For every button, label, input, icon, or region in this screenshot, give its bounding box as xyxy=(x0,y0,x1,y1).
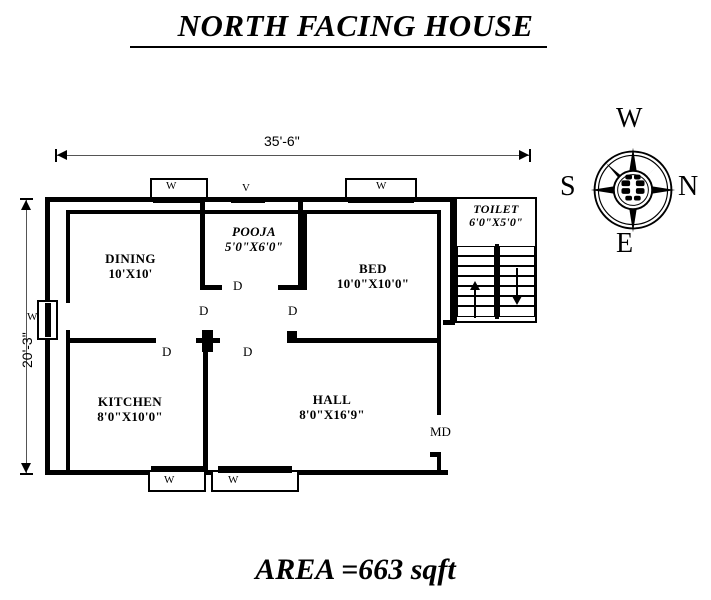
partition-hall-top xyxy=(287,338,441,343)
partition-dining-right-stub xyxy=(200,285,222,290)
room-dimension: 10'0"X10'0" xyxy=(336,275,410,291)
page-title: NORTH FACING HOUSE xyxy=(177,8,534,43)
exterior-wall-right-upper xyxy=(450,197,455,323)
room-name: DINING xyxy=(105,251,156,266)
room-label-kitchen: KITCHEN 8'0"X10'0" xyxy=(66,394,194,424)
door-label-hall: D xyxy=(243,344,253,359)
height-dim-arrow-top xyxy=(21,200,31,210)
width-dimension-label: 35'-6" xyxy=(264,133,300,149)
window-frame xyxy=(148,470,206,492)
compass-rose: W S N E xyxy=(560,105,705,275)
window-frame xyxy=(211,470,299,492)
partition-bed-right-upper xyxy=(437,210,441,345)
ventilator-label: V xyxy=(242,182,250,194)
compass-label-left: S xyxy=(560,171,576,202)
title-underline xyxy=(130,46,547,48)
compass-star-icon xyxy=(590,147,676,233)
room-dimension: 8'0"X10'0" xyxy=(97,408,163,424)
width-dim-arrow-left xyxy=(57,150,67,160)
stair-tread xyxy=(457,296,495,306)
stair-tread xyxy=(499,256,535,266)
main-door-jamb-lower xyxy=(430,452,441,457)
stair-down-arrow-head xyxy=(512,296,522,305)
window-sash xyxy=(153,197,205,203)
inner-wall-kitchen-left xyxy=(66,330,70,470)
inner-wall-pooja-top xyxy=(205,210,303,214)
stair-tread xyxy=(499,246,535,256)
compass-label-bottom: E xyxy=(616,228,634,259)
inner-wall-bed-top xyxy=(303,210,441,214)
exterior-wall-right-jog xyxy=(443,320,455,325)
main-door-jamb-lower-vert xyxy=(437,452,441,470)
partition-kitchen-hall xyxy=(203,345,208,470)
room-name: BED xyxy=(359,261,387,276)
inner-wall-dining-top xyxy=(66,210,205,214)
window-sash xyxy=(151,466,203,472)
door-label-bed: D xyxy=(288,303,298,318)
ventilator-sash xyxy=(231,197,265,203)
height-dim-tick-top xyxy=(20,198,33,200)
partition-pooja-right xyxy=(298,202,303,290)
stair-down-arrow-shaft xyxy=(516,268,518,298)
room-dimension: 5'0"X6'0" xyxy=(224,238,284,254)
stair-tread xyxy=(457,266,495,276)
door-label-dining: D xyxy=(199,303,209,318)
stair-stringer xyxy=(495,244,499,319)
height-dimension-label: 20'-3" xyxy=(19,332,35,368)
room-name: KITCHEN xyxy=(97,394,163,409)
compass-label-top: W xyxy=(616,103,643,134)
width-dimension-line xyxy=(57,155,529,156)
room-dimension: 8'0"X16'9" xyxy=(299,406,365,422)
room-label-bed: BED 10'0"X10'0" xyxy=(310,261,436,291)
stair-tread xyxy=(457,246,495,256)
door-label-pooja: D xyxy=(233,278,243,293)
stair-tread xyxy=(457,256,495,266)
window-sash xyxy=(348,197,414,203)
width-dim-tick-right xyxy=(529,149,531,162)
compass-label-right: N xyxy=(678,171,699,202)
window-sash xyxy=(45,303,51,337)
height-dim-arrow-bottom xyxy=(21,463,31,473)
height-dim-tick-bottom xyxy=(20,473,33,475)
partition-bed-left xyxy=(303,210,307,290)
room-dimension: 10'X10' xyxy=(108,265,153,281)
door-label-kitchen: D xyxy=(162,344,172,359)
room-label-hall: HALL 8'0"X16'9" xyxy=(268,392,396,422)
room-label-dining: DINING 10'X10' xyxy=(73,251,188,281)
room-name: POOJA xyxy=(232,224,276,239)
stair-up-arrow-head xyxy=(470,281,480,290)
partition-kitchen-top xyxy=(66,338,156,343)
room-name: HALL xyxy=(312,392,352,407)
main-door-label: MD xyxy=(430,424,451,439)
stair-tread xyxy=(499,306,535,317)
window-frame xyxy=(345,178,417,199)
window-frame xyxy=(150,178,208,199)
partition-dining-right xyxy=(200,202,205,290)
partition-hall-top-jamb xyxy=(287,331,297,339)
width-dim-tick-left xyxy=(55,149,57,162)
room-label-pooja: POOJA 5'0"X6'0" xyxy=(210,224,298,254)
partition-pooja-right-stub xyxy=(278,285,303,290)
stair-tread xyxy=(457,306,495,317)
central-pillar-vertical xyxy=(202,330,213,352)
stair-up-arrow-shaft xyxy=(474,288,476,318)
area-label: AREA =663 sqft xyxy=(255,553,456,586)
window-label: W xyxy=(27,311,38,323)
inner-wall-dining-left-upper xyxy=(66,210,70,303)
window-sash xyxy=(218,466,292,473)
width-dim-arrow-right xyxy=(519,150,529,160)
height-dimension-line xyxy=(26,200,27,475)
partition-hall-right xyxy=(437,345,441,415)
